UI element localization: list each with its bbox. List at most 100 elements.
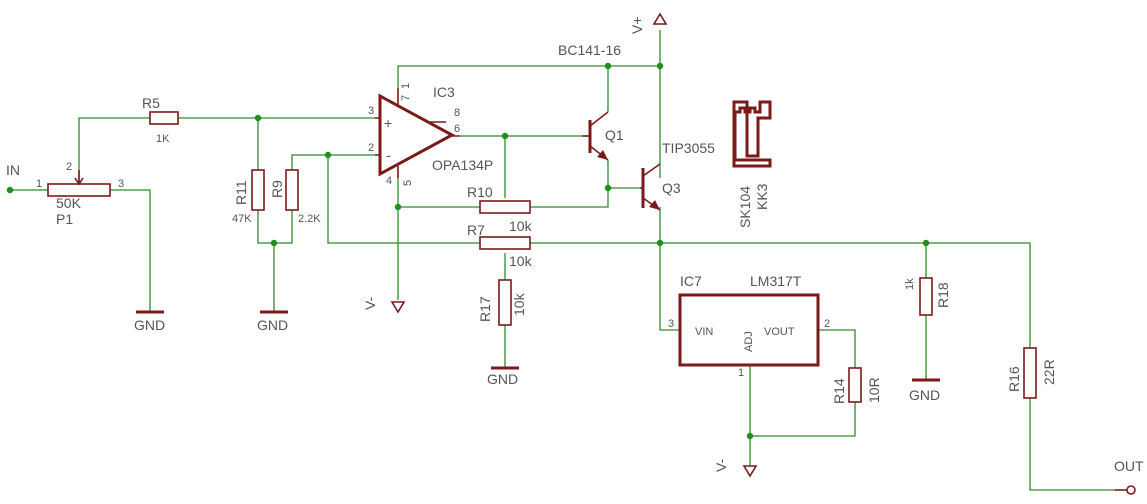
r9-value: 2.2K [298, 213, 321, 225]
r18-ref: R18 [935, 282, 951, 308]
transistor-q1 [582, 111, 609, 161]
regulator-ic7 [678, 293, 820, 367]
wire-r11 [257, 118, 275, 312]
gnd-label: GND [134, 317, 165, 333]
input-label: IN [6, 162, 20, 178]
q3-value: TIP3055 [662, 140, 715, 156]
junction-dot [604, 62, 612, 70]
p1-ref: P1 [56, 211, 73, 227]
ic7-pin-2: 2 [824, 318, 830, 330]
q1-emitter-arrow [597, 150, 608, 160]
heatsink-kk3 [732, 100, 772, 168]
r16-ref: R16 [1006, 366, 1022, 392]
p1-pin-3: 3 [118, 178, 124, 190]
r7-value: 10k [509, 253, 533, 269]
r7-ref: R7 [467, 222, 485, 238]
wire-p1-wiper [78, 117, 150, 182]
ic3-pin-3: 3 [368, 105, 374, 117]
r17-ref: R17 [477, 296, 493, 322]
r17-value: 10k [511, 292, 527, 316]
q3-ref: Q3 [662, 180, 681, 196]
gnd-label: GND [487, 371, 518, 387]
junctions [6, 62, 930, 440]
ic3-pin-4: 4 [386, 175, 392, 187]
junction-dot [746, 432, 754, 440]
junction-dot [656, 239, 664, 247]
p1-pin-2: 2 [66, 161, 72, 173]
r5-value: 1K [156, 133, 170, 145]
ic3-pin-1: 1 [400, 83, 412, 89]
ic3-minus-sign: - [386, 147, 391, 163]
gnd-label: GND [257, 317, 288, 333]
resistor-r16 [1023, 347, 1037, 399]
vminus-label: V- [362, 296, 378, 310]
ic3-pin-5: 5 [402, 180, 414, 186]
ic7-value: LM317T [750, 273, 802, 289]
gnd-label: GND [909, 387, 940, 403]
ic7-adj-label: ADJ [743, 331, 755, 352]
ic7-pin-3: 3 [668, 318, 674, 330]
heatsink-ref: KK3 [754, 183, 770, 210]
r14-value: 10R [866, 377, 882, 403]
opamp-body [378, 93, 456, 177]
potentiometer-p1 [47, 170, 111, 197]
ic7-vin-label: VIN [695, 326, 713, 338]
junction-dot [922, 239, 930, 247]
junction-dot [394, 203, 402, 211]
ic3-pin-8: 8 [454, 107, 460, 119]
resistor-r14 [848, 367, 862, 403]
resistor-r18 [919, 277, 933, 316]
heatsink-outline [732, 100, 772, 168]
junction-dot [324, 151, 332, 159]
resistor-r10 [479, 200, 531, 214]
wire-ic7-vin [659, 243, 680, 331]
junction-dot [656, 62, 664, 70]
resistor-r9 [285, 169, 299, 211]
wire-r9 [274, 154, 375, 244]
r11-value: 47K [232, 213, 252, 225]
vminus-arrow [742, 465, 758, 478]
p1-pin-1: 1 [36, 178, 42, 190]
q3-emitter-arrow [649, 200, 660, 210]
vplus-label: V+ [629, 16, 645, 34]
ic3-pin-7: 7 [400, 95, 412, 101]
ic7-pin-1: 1 [738, 367, 744, 379]
wire-vplus-rail [397, 65, 660, 88]
p1-value: 50K [56, 195, 82, 211]
r10-value: 10k [509, 218, 533, 234]
wires [10, 30, 1115, 491]
r5-ref: R5 [142, 95, 160, 111]
resistor-r11 [251, 169, 265, 211]
ic3-ref: IC3 [433, 84, 455, 100]
ic3-pin-6: 6 [454, 123, 460, 135]
ic3-value: OPA134P [432, 157, 493, 173]
ic7-vout-label: VOUT [764, 326, 795, 338]
heatsink-value: SK104 [737, 186, 753, 228]
output-terminal [1126, 485, 1136, 495]
wire-ic7-vout [750, 329, 856, 437]
resistor-r17 [498, 279, 512, 326]
vplus-arrow [652, 12, 668, 25]
q1-ref: Q1 [605, 127, 624, 143]
q3-collector-lead [642, 163, 661, 177]
vminus-arrow [390, 301, 406, 314]
r16-value: 22R [1041, 359, 1057, 385]
junction-dot [254, 114, 262, 122]
p1-wiper-arrow [74, 170, 84, 186]
junction-dot [270, 239, 278, 247]
wire-feedback [327, 155, 660, 244]
wire-q1-emitter [607, 160, 640, 189]
q1-collector-lead [589, 111, 609, 127]
output-label: OUT [1114, 458, 1144, 474]
transistor-q3 [640, 163, 661, 211]
junction-dot [501, 132, 509, 140]
q1-value: BC141-16 [558, 42, 621, 58]
junction-dot [6, 186, 14, 194]
opamp-ic3 [375, 88, 460, 178]
wire-r10 [398, 185, 609, 208]
ic3-plus-sign: + [384, 115, 392, 131]
ic3-pin-2: 2 [368, 142, 374, 154]
wire-main-output [660, 242, 1115, 491]
r11-ref: R11 [233, 180, 249, 205]
